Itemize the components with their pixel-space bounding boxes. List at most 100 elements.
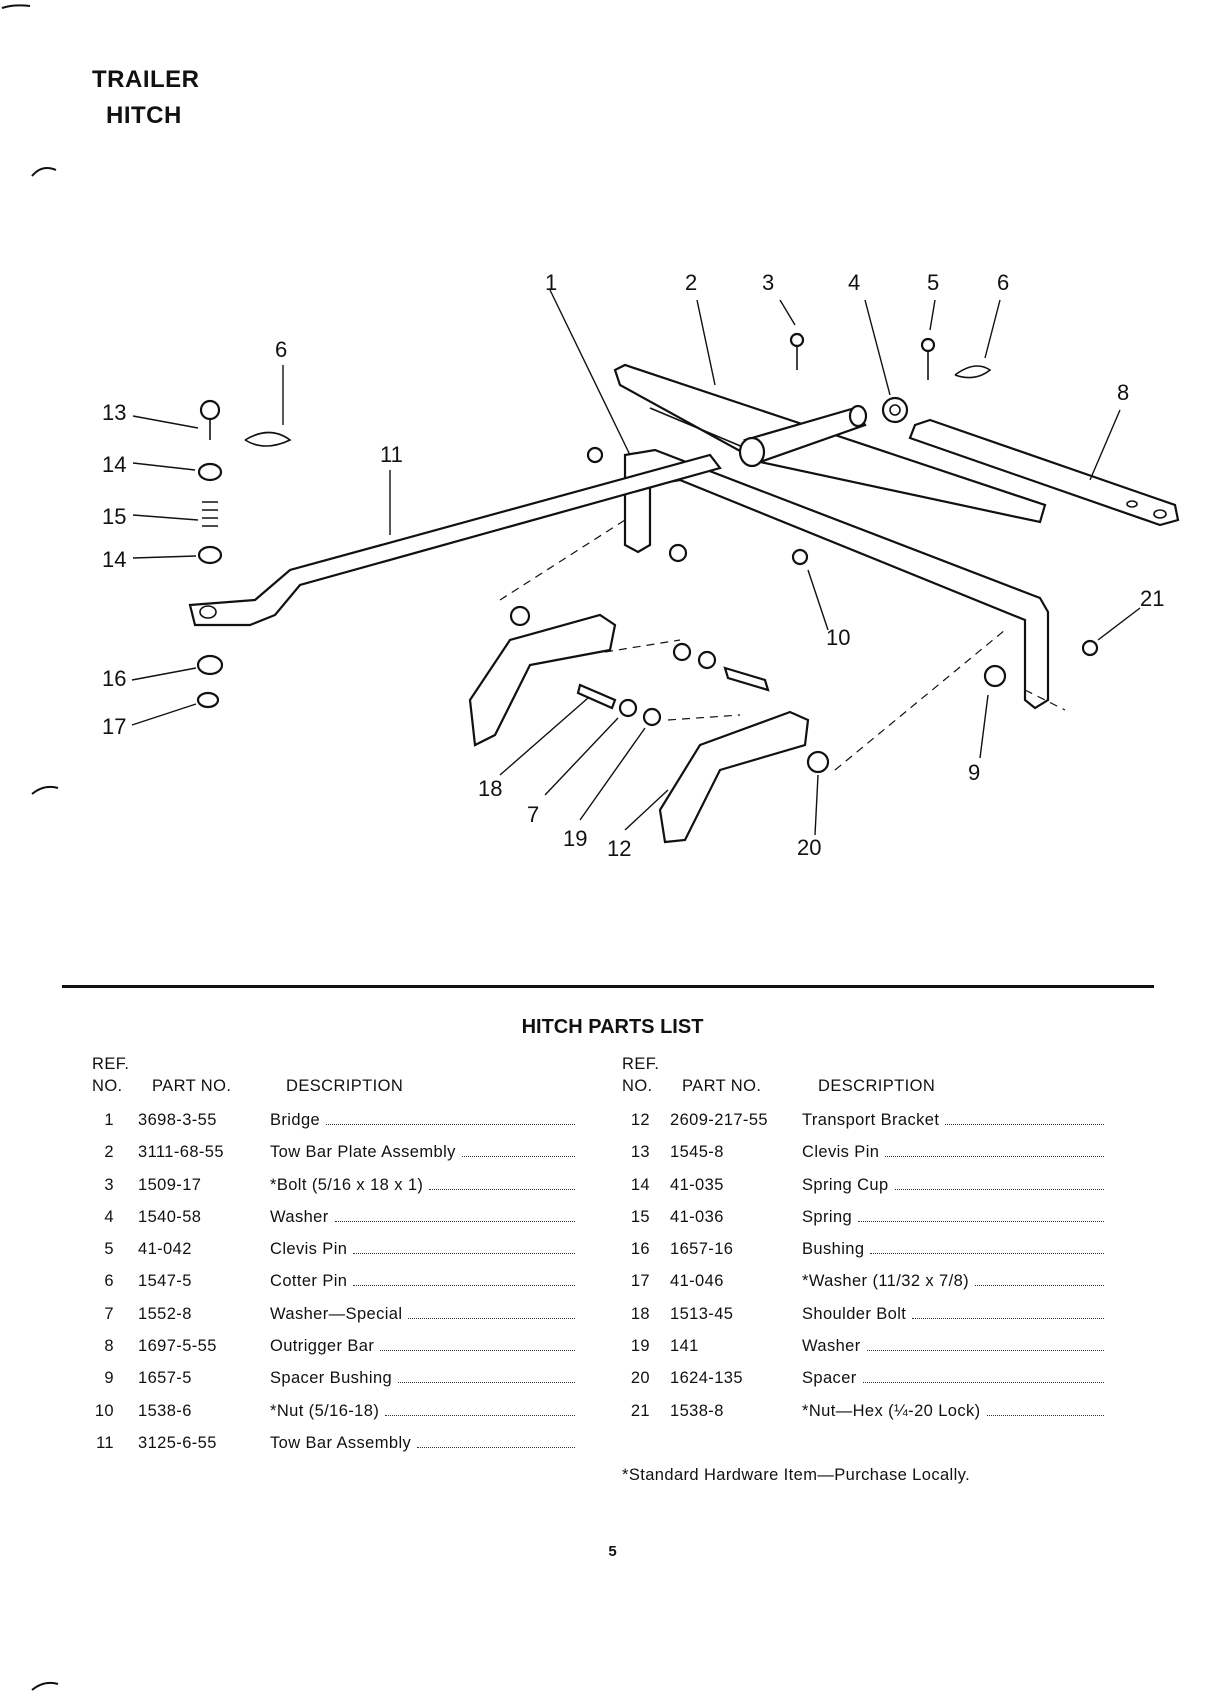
part-number: 1538-8 bbox=[670, 1401, 724, 1420]
part-description-text: Spring Cup bbox=[802, 1175, 889, 1194]
part-description-text: Bushing bbox=[802, 1240, 865, 1259]
bushing-16 bbox=[196, 654, 224, 676]
shoulder-bolt-18a bbox=[723, 666, 770, 692]
part-number: 1540-58 bbox=[138, 1207, 202, 1226]
dot-leader bbox=[862, 1382, 1104, 1384]
dot-leader bbox=[417, 1446, 575, 1448]
part-description: Spring bbox=[802, 1208, 1104, 1227]
ref-number: 21 bbox=[630, 1401, 650, 1420]
transport-bracket-right bbox=[658, 710, 810, 844]
ref-number: 8 bbox=[104, 1337, 114, 1356]
part-number: 1509-17 bbox=[138, 1175, 202, 1194]
tow-bar-plate bbox=[613, 363, 1047, 524]
washer-19a bbox=[672, 642, 692, 662]
part-description-text: Spacer Bushing bbox=[270, 1369, 393, 1388]
ref-number: 13 bbox=[630, 1143, 650, 1162]
callout-8: 8 bbox=[1117, 380, 1130, 405]
description-header: DESCRIPTION bbox=[818, 1077, 936, 1095]
part-description: Shoulder Bolt bbox=[802, 1305, 1104, 1324]
dot-leader bbox=[380, 1350, 575, 1352]
washer-19 bbox=[642, 707, 662, 727]
spacer-bushing-9a bbox=[668, 543, 688, 563]
ref-header-line2: NO. bbox=[622, 1077, 653, 1095]
part-description-text: Spacer bbox=[802, 1369, 857, 1388]
section-divider bbox=[62, 985, 1154, 988]
part-number: 3698-3-55 bbox=[138, 1111, 217, 1129]
dot-leader bbox=[429, 1188, 575, 1190]
dot-leader bbox=[986, 1414, 1104, 1416]
part-description: Transport Bracket bbox=[802, 1111, 1104, 1130]
spring-cup-14a bbox=[197, 462, 223, 482]
ref-number: 17 bbox=[630, 1272, 650, 1291]
part-number: 1697-5-55 bbox=[138, 1337, 217, 1356]
part-description-text: Shoulder Bolt bbox=[802, 1304, 907, 1323]
dot-leader bbox=[385, 1414, 575, 1416]
callout-16: 16 bbox=[102, 666, 127, 691]
washer-7a bbox=[697, 650, 717, 670]
dot-leader bbox=[461, 1156, 575, 1158]
spring-cup-14b bbox=[197, 545, 223, 565]
washer-4 bbox=[881, 396, 909, 424]
callout-11: 11 bbox=[380, 442, 403, 467]
part-description-text: Clevis Pin bbox=[802, 1143, 880, 1162]
scan-mark bbox=[31, 785, 59, 795]
ref-number: 12 bbox=[630, 1111, 650, 1129]
dot-leader bbox=[885, 1156, 1104, 1158]
footnote: *Standard Hardware Item—Purchase Locally… bbox=[622, 1466, 971, 1484]
callout-4: 4 bbox=[848, 270, 861, 295]
part-number: 141 bbox=[670, 1337, 699, 1356]
part-number: 3111-68-55 bbox=[138, 1143, 224, 1162]
callout-3: 3 bbox=[762, 270, 775, 295]
exploded-diagram bbox=[131, 289, 1180, 844]
nut-10a bbox=[586, 446, 604, 464]
ref-number: 20 bbox=[630, 1369, 650, 1388]
part-description: *Washer (11/32 x 7/8) bbox=[802, 1272, 1104, 1291]
washer-17 bbox=[196, 691, 220, 709]
parts-list-title: HITCH PARTS LIST bbox=[521, 1016, 704, 1038]
scan-mark bbox=[1, 4, 31, 9]
dot-leader bbox=[408, 1317, 575, 1319]
part-description-text: Spring bbox=[802, 1207, 853, 1226]
part-no-header: PART NO. bbox=[682, 1077, 762, 1095]
dot-leader bbox=[894, 1188, 1104, 1190]
callout-18: 18 bbox=[478, 776, 503, 801]
parts-row: 21 1538-8 *Nut—Hex (¼-20 Lock) bbox=[622, 1402, 1106, 1434]
part-description: *Nut (5/16-18) bbox=[270, 1402, 575, 1421]
part-description: Tow Bar Assembly bbox=[270, 1434, 575, 1453]
part-description: Washer bbox=[802, 1337, 1104, 1356]
ref-header-line1: REF. bbox=[92, 1055, 130, 1073]
callout-6: 6 bbox=[997, 270, 1010, 295]
ref-header-line1: REF. bbox=[622, 1055, 660, 1073]
part-number: 1547-5 bbox=[138, 1272, 192, 1291]
part-description-text: Washer—Special bbox=[270, 1304, 403, 1323]
part-number: 3125-6-55 bbox=[138, 1433, 217, 1452]
part-description: *Nut—Hex (¼-20 Lock) bbox=[802, 1402, 1104, 1421]
part-description: Washer—Special bbox=[270, 1305, 575, 1324]
scan-mark bbox=[31, 167, 57, 177]
cotter-pin-6b bbox=[244, 431, 292, 447]
washer-7 bbox=[618, 698, 638, 718]
ref-number: 16 bbox=[630, 1240, 650, 1259]
ref-number: 3 bbox=[104, 1175, 114, 1194]
callout-12: 12 bbox=[607, 836, 632, 861]
description-header: DESCRIPTION bbox=[286, 1077, 404, 1095]
part-description-text: *Nut (5/16-18) bbox=[270, 1401, 380, 1420]
callout-2: 2 bbox=[685, 270, 698, 295]
part-description: Washer bbox=[270, 1208, 575, 1227]
callout-1: 1 bbox=[545, 270, 558, 295]
part-description: Spring Cup bbox=[802, 1176, 1104, 1195]
part-number: 41-046 bbox=[670, 1272, 724, 1291]
callout-14: 14 bbox=[102, 452, 127, 477]
callout-17: 17 bbox=[102, 714, 127, 739]
ref-number: 5 bbox=[104, 1240, 114, 1259]
